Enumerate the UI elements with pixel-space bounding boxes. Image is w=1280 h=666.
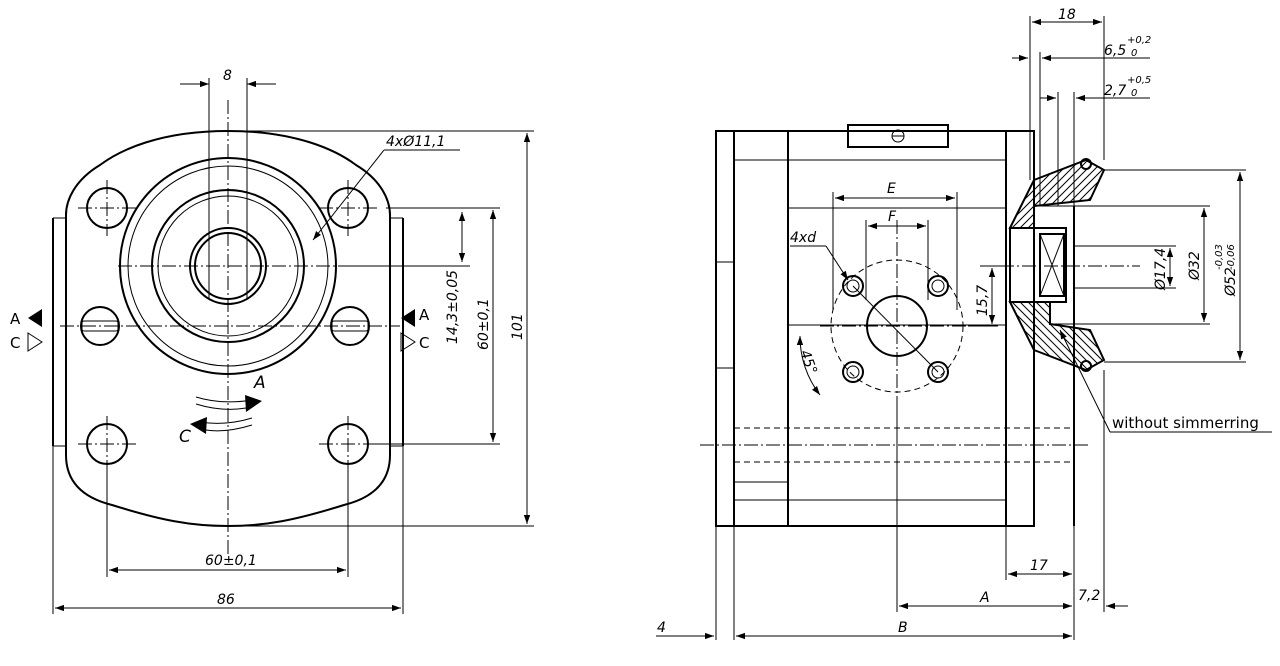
dim-a: A [979,590,990,606]
port-left-a-triangle [28,309,42,327]
port-right-c-label: C [419,334,429,352]
dim-width: 86 [217,592,235,608]
dim-6-5-tol-upper: +0,2 [1127,35,1151,46]
dim-45: 45° [796,348,820,377]
port-left-a-label: A [10,310,21,328]
dim-shaft-offset: 14,3±0,05 [445,270,461,344]
name-plate [847,124,949,148]
rear-cover [715,130,735,527]
dim-4xd: 4xd [790,230,816,246]
dim-17-4: Ø17,4 [1153,248,1169,291]
dim-f: F [888,209,897,225]
dim-15-7: 15,7 [975,285,991,316]
port-right-c-triangle [400,332,416,352]
dim-b: B [898,620,908,636]
dim-2-7-tol-upper: +0,5 [1127,75,1151,86]
note-simmerring: without simmerring [1112,414,1259,432]
dim-hole-horizontal: 60±0,1 [205,553,257,569]
dim-7-2: 7,2 [1078,588,1100,604]
dim-height: 101 [510,313,526,340]
port-left-c-triangle [27,332,43,352]
dim-2-7: 2,7 [1104,83,1126,99]
dim-18: 18 [1058,7,1076,23]
pump-body [733,130,1007,527]
pilot-section-bottom [1008,301,1106,372]
o-ring-top [1080,158,1092,170]
o-ring-bottom [1080,360,1092,372]
dim-6-5: 6,5 [1104,43,1126,59]
rotation-a-label: A [253,373,266,393]
dim-key-width: 8 [223,68,232,84]
dim-52-tol-lower: -0,06 [1226,244,1237,270]
dim-e: E [887,181,896,197]
port-right-a-label: A [419,306,430,324]
port-left-c-label: C [10,334,20,352]
port-plug-left [80,306,120,346]
dim-17: 17 [1030,558,1048,574]
dim-4: 4 [657,620,666,636]
drive-shaft [1009,227,1067,303]
dim-2-7-tol-lower: 0 [1131,88,1137,99]
front-view: 8 4xØ11,1 14,3±0,05 60±0,1 101 60±0,1 86… [10,68,534,614]
rotation-arrow-c [199,417,253,424]
rotation-c-label: C [179,427,191,447]
dim-6-5-tol-lower: 0 [1131,48,1137,59]
dim-32: Ø32 [1187,251,1203,281]
side-view: 18 6,5 +0,2 0 2,7 +0,5 0 E F 4xd 15,7 45… [656,7,1272,640]
dim-holes: 4xØ11,1 [386,134,445,150]
port-right-a-triangle [401,309,415,327]
dim-52-tol-upper: -0,03 [1214,244,1225,270]
dim-52: Ø52 [1223,267,1239,297]
rotation-arrow-a [195,396,253,403]
pilot-section-top [1008,158,1106,229]
dim-hole-vertical: 60±0,1 [476,298,492,350]
